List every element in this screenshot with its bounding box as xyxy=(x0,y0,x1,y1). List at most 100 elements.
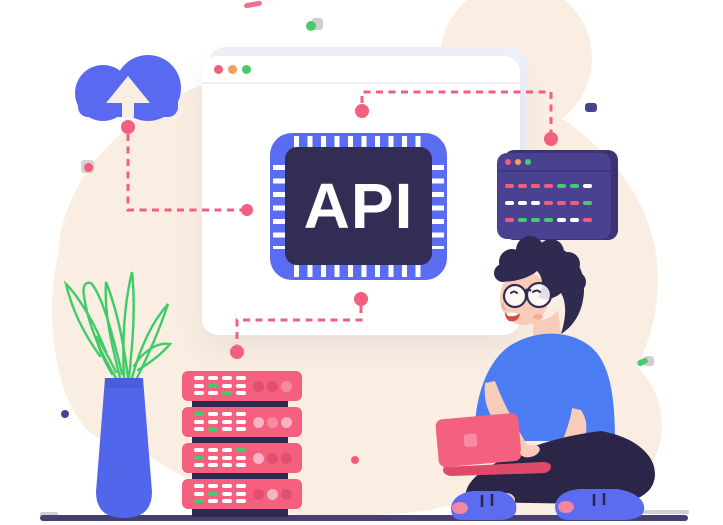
server-circle xyxy=(252,381,264,392)
code-token-pink xyxy=(570,201,579,205)
server-led-dash xyxy=(222,376,232,380)
server-led-dash xyxy=(194,383,204,388)
laptop-icon xyxy=(435,413,522,468)
server-unit xyxy=(182,371,302,401)
server-circle xyxy=(280,453,292,464)
server-led-dash xyxy=(194,455,204,460)
server-circle xyxy=(252,489,264,500)
server-led-dash xyxy=(222,448,232,452)
code-token-green xyxy=(570,184,579,188)
server-unit xyxy=(182,407,302,437)
server-led-dash xyxy=(208,455,218,460)
plant-leaves xyxy=(63,271,173,382)
server-circle xyxy=(280,381,292,392)
server-led-dash xyxy=(236,427,246,431)
teeth xyxy=(506,312,519,317)
server-led-dash xyxy=(236,448,246,452)
server-led-dash xyxy=(208,427,218,431)
server-led-dash xyxy=(222,491,232,496)
code-token-pink xyxy=(505,218,514,222)
server-led-dash xyxy=(208,419,218,424)
gray-shadow-top xyxy=(312,18,323,30)
connector-chip-to-servers xyxy=(235,306,363,345)
nose xyxy=(501,303,506,310)
connector-cloud-to-chip xyxy=(126,134,243,212)
plant-vase xyxy=(96,378,152,518)
gray-shadow-right xyxy=(644,356,654,366)
right-shoe xyxy=(555,489,645,520)
server-led-dash xyxy=(222,455,232,460)
api-chip-icon: API xyxy=(270,133,447,280)
code-token-pink xyxy=(518,184,527,188)
server-led-dash xyxy=(194,463,204,467)
server-led-dash xyxy=(222,427,232,431)
code-token-green xyxy=(544,218,553,222)
server-circle xyxy=(280,417,292,428)
code-token-white xyxy=(557,218,566,222)
code-line xyxy=(505,184,592,188)
chip-label: API xyxy=(303,170,414,242)
glasses-icon xyxy=(502,281,561,309)
server-led-dash xyxy=(194,427,204,431)
server-led-dash xyxy=(208,383,218,388)
server-circle xyxy=(280,489,292,500)
server-led-dash xyxy=(194,448,204,452)
connector-chip-to-code-dot xyxy=(355,104,369,118)
server-led-dash xyxy=(236,376,246,380)
chip-pins-top xyxy=(294,136,423,148)
server-led-dash xyxy=(222,463,232,467)
server-led-dash xyxy=(194,376,204,380)
code-token-pink xyxy=(544,184,553,188)
server-led-dash xyxy=(208,491,218,496)
server-led-dash xyxy=(222,419,232,424)
code-window xyxy=(497,153,611,239)
server-led-dash xyxy=(208,499,218,503)
server-led-dash xyxy=(208,412,218,416)
code-token-pink xyxy=(557,201,566,205)
server-led-dash xyxy=(236,463,246,467)
code-token-pink xyxy=(583,218,592,222)
server-circle xyxy=(266,453,278,464)
code-line xyxy=(505,218,592,222)
laptop-lid xyxy=(435,413,522,468)
laptop-base xyxy=(442,462,551,476)
server-led-dash xyxy=(236,455,246,460)
titlebar-dot-red xyxy=(214,64,223,74)
connector-chip-to-code-dot xyxy=(544,132,558,146)
code-token-white xyxy=(570,218,579,222)
green-dot-top xyxy=(306,21,316,31)
code-token-white xyxy=(583,184,592,188)
code-token-pink xyxy=(544,201,553,205)
eyes xyxy=(510,289,541,294)
server-led-dash xyxy=(194,491,204,496)
chip-pins-left xyxy=(273,165,285,249)
server-led-dash xyxy=(236,383,246,388)
floor-shadow-left xyxy=(40,512,58,517)
server-unit xyxy=(182,443,302,473)
code-dot-green xyxy=(525,158,531,165)
server-led-dash xyxy=(194,419,204,424)
code-window-titlebar xyxy=(497,153,611,172)
blush xyxy=(533,314,543,320)
server-led-dash xyxy=(194,391,204,395)
code-token-green xyxy=(583,201,592,205)
connector-cloud-to-chip-dot xyxy=(121,120,135,134)
code-token-pink xyxy=(531,184,540,188)
laptop-logo xyxy=(463,433,478,448)
code-line xyxy=(505,201,592,205)
server-led-dash xyxy=(208,448,218,452)
server-led-dash xyxy=(236,484,246,488)
code-dot-red xyxy=(505,158,511,165)
code-token-white xyxy=(531,201,540,205)
browser-titlebar xyxy=(202,56,520,84)
titlebar-dot-green xyxy=(242,64,251,74)
server-led-dash xyxy=(222,412,232,416)
server-circle xyxy=(266,489,278,500)
code-token-green xyxy=(557,184,566,188)
server-circle xyxy=(252,417,264,428)
code-token-white xyxy=(505,201,514,205)
code-token-green xyxy=(518,218,527,222)
